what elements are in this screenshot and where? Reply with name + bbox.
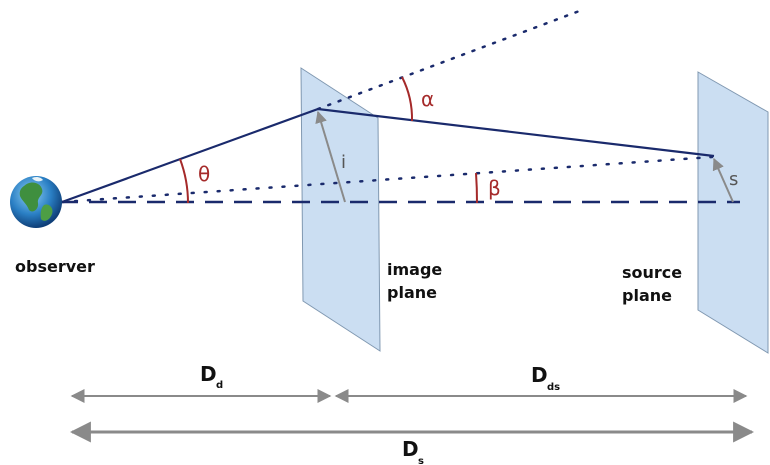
image-position-vector [315,110,346,203]
dd-label-sub: d [216,380,223,391]
true-source-direction [60,155,714,204]
light-ray [61,107,715,204]
image-vector-label: i [341,152,346,173]
beta-label: β [488,176,501,200]
source-plane-label-line2: plane [622,286,672,305]
theta-arc [179,158,189,204]
source-vector-label: s [729,169,738,190]
image-plane-label-line2: plane [387,283,437,302]
observer-label: observer [15,257,95,276]
image-plane [300,67,381,352]
source-plane [697,71,769,354]
alpha-arc [401,76,414,122]
dds-label-main: D [531,363,548,387]
theta-label: θ [198,162,210,186]
earth-globe-icon [10,176,62,228]
apparent-direction-extension [316,8,584,111]
beta-arc [475,172,479,204]
alpha-label: α [421,87,434,111]
source-plane-label-line1: source [622,263,682,282]
dd-label-main: D [200,362,217,386]
source-position-vector [712,157,734,203]
image-plane-label-line1: image [387,260,442,279]
dds-label-sub: ds [547,382,560,393]
ds-label-main: D [402,437,419,461]
ds-label-sub: s [418,456,424,465]
